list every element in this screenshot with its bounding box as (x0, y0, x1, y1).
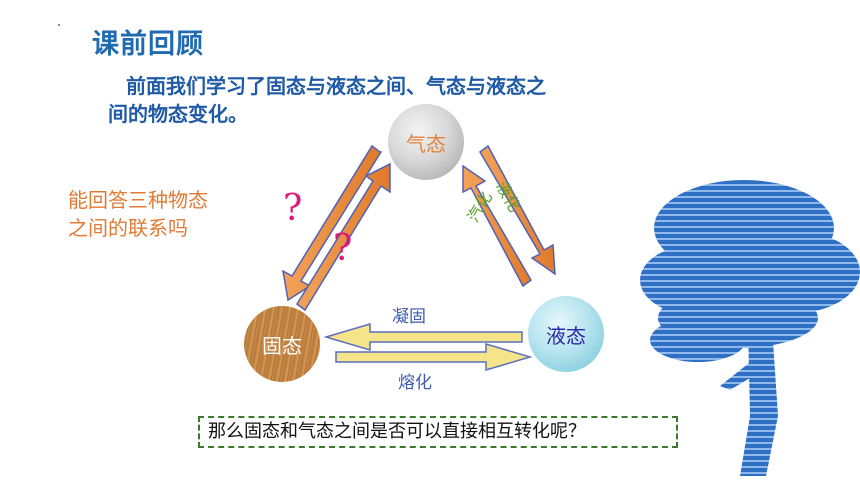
question-prompt: 能回答三种物态 之间的联系吗 (68, 186, 268, 242)
state-liquid-ball: 液态 (528, 296, 604, 372)
arrow-solid-to-gas (296, 162, 391, 312)
arrow-gas-to-liquid (479, 144, 556, 276)
tree-illustration (640, 180, 860, 476)
arrow-liquid-to-gas (462, 164, 532, 288)
question-prompt-line-2: 之间的联系吗 (68, 216, 188, 240)
label-melt: 熔化 (398, 373, 432, 393)
state-gas-label: 气态 (406, 131, 446, 156)
intro-line-1: 前面我们学习了固态与液态之间、气态与液态之 (126, 74, 546, 98)
slide-title: 课前回顾 (92, 29, 204, 60)
bottom-question-box: 那么固态和气态之间是否可以直接相互转化呢？ (198, 416, 678, 448)
state-liquid-label: 液态 (546, 323, 586, 348)
arrow-gas-to-solid (281, 144, 383, 302)
label-solidify: 凝固 (392, 307, 426, 327)
question-prompt-line-1: 能回答三种物态 (68, 188, 208, 212)
question-mark-2: ? (333, 228, 353, 269)
intro-line-2: 间的物态变化。 (108, 102, 248, 126)
state-solid-label: 固态 (262, 333, 302, 358)
arrow-liquid-to-solid (323, 322, 523, 352)
question-mark-1: ? (283, 188, 303, 229)
decorative-dot (58, 24, 60, 26)
intro-text: 前面我们学习了固态与液态之间、气态与液态之 间的物态变化。 (108, 72, 668, 128)
state-gas-ball: 气态 (388, 104, 464, 180)
arrow-solid-to-liquid (335, 342, 533, 372)
state-solid-ball: 固态 (244, 306, 320, 382)
